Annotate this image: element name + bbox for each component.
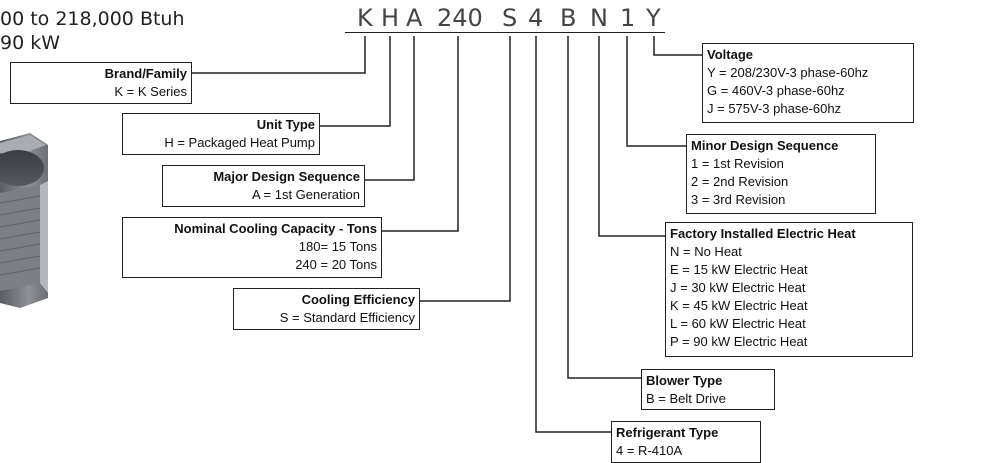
electric-heat-box: Factory Installed Electric Heat N = No H… — [665, 222, 913, 357]
minor-design-option-2: 2 = 2nd Revision — [691, 174, 789, 189]
capacity-range-text: 00 to 218,000 Btuh — [0, 8, 185, 30]
blower-type-box: Blower Type B = Belt Drive — [641, 369, 775, 410]
code-segment-minor-design: 1 — [620, 4, 636, 32]
brand-family-option: K = K Series — [114, 84, 187, 99]
refrigerant-type-box: Refrigerant Type 4 = R-410A — [611, 421, 761, 463]
code-segment-voltage: Y — [646, 4, 661, 32]
code-segment-unit-type: H — [381, 4, 400, 32]
voltage-option-j: J = 575V-3 phase-60hz — [707, 101, 842, 116]
electric-heat-option-j: J = 30 kW Electric Heat — [670, 280, 806, 295]
electric-heat-title: Factory Installed Electric Heat — [670, 226, 856, 241]
packaged-unit-image — [0, 133, 48, 308]
cooling-capacity-option-180: 180= 15 Tons — [298, 239, 377, 254]
refrigerant-type-option: 4 = R-410A — [616, 443, 683, 458]
brand-family-box: Brand/Family K = K Series — [10, 62, 192, 104]
cooling-efficiency-title: Cooling Efficiency — [301, 292, 415, 307]
electric-heat-option-e: E = 15 kW Electric Heat — [670, 262, 808, 277]
cooling-capacity-option-240: 240 = 20 Tons — [295, 257, 377, 272]
cooling-efficiency-option: S = Standard Efficiency — [279, 310, 415, 325]
code-segment-brand: K — [357, 4, 373, 32]
major-design-box: Major Design Sequence A = 1st Generation — [162, 165, 365, 207]
unit-type-option: H = Packaged Heat Pump — [164, 135, 315, 150]
blower-type-title: Blower Type — [646, 373, 723, 388]
cooling-capacity-title: Nominal Cooling Capacity - Tons — [174, 221, 377, 236]
heat-range-text: 90 kW — [0, 32, 61, 54]
code-segment-blower: B — [560, 4, 577, 32]
cooling-capacity-box: Nominal Cooling Capacity - Tons 180= 15 … — [122, 217, 382, 278]
electric-heat-option-p: P = 90 kW Electric Heat — [670, 334, 808, 349]
code-segment-capacity: 240 — [437, 4, 483, 32]
cooling-efficiency-box: Cooling Efficiency S = Standard Efficien… — [233, 288, 420, 330]
minor-design-option-1: 1 = 1st Revision — [691, 156, 784, 171]
code-segment-efficiency: S — [502, 4, 518, 32]
voltage-title: Voltage — [707, 47, 753, 62]
code-segment-major-design: A — [406, 4, 423, 32]
voltage-option-y: Y = 208/230V-3 phase-60hz — [707, 65, 869, 80]
voltage-box: Voltage Y = 208/230V-3 phase-60hz G = 46… — [702, 43, 914, 123]
minor-design-option-3: 3 = 3rd Revision — [691, 192, 786, 207]
unit-type-title: Unit Type — [256, 117, 315, 132]
minor-design-box: Minor Design Sequence 1 = 1st Revision 2… — [686, 134, 876, 214]
electric-heat-option-l: L = 60 kW Electric Heat — [670, 316, 806, 331]
major-design-option: A = 1st Generation — [251, 187, 360, 202]
model-code-underline — [345, 32, 665, 33]
code-segment-refrigerant: 4 — [528, 4, 544, 32]
major-design-title: Major Design Sequence — [213, 169, 360, 184]
code-segment-electric-heat: N — [590, 4, 608, 32]
refrigerant-type-title: Refrigerant Type — [616, 425, 719, 440]
brand-family-title: Brand/Family — [104, 66, 187, 81]
voltage-option-g: G = 460V-3 phase-60hz — [707, 83, 845, 98]
minor-design-title: Minor Design Sequence — [691, 138, 839, 153]
electric-heat-option-n: N = No Heat — [670, 244, 742, 259]
blower-type-option: B = Belt Drive — [646, 391, 726, 406]
electric-heat-option-k: K = 45 kW Electric Heat — [670, 298, 808, 313]
unit-type-box: Unit Type H = Packaged Heat Pump — [122, 113, 320, 155]
